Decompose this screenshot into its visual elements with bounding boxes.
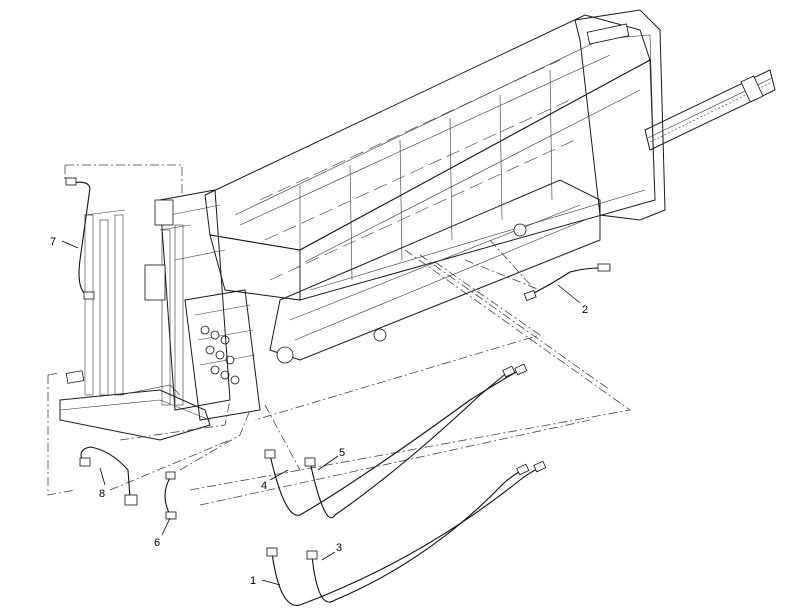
callout-4: 4 xyxy=(261,469,289,492)
callout-6: 6 xyxy=(154,517,171,549)
callout-8: 8 xyxy=(99,467,106,500)
callouts: 1 2 3 4 5 6 7 8 xyxy=(50,236,588,587)
svg-text:8: 8 xyxy=(99,488,105,500)
left-cylinder-tower xyxy=(59,199,211,441)
hose-4 xyxy=(264,363,528,516)
svg-text:3: 3 xyxy=(336,542,342,554)
callout-2: 2 xyxy=(557,284,588,316)
svg-text:6: 6 xyxy=(154,537,160,549)
callout-1: 1 xyxy=(250,575,281,587)
svg-text:1: 1 xyxy=(250,575,256,587)
svg-text:2: 2 xyxy=(582,304,588,316)
callout-3: 3 xyxy=(321,542,342,561)
machine-frame xyxy=(159,9,776,421)
hose-5 xyxy=(304,365,516,519)
svg-text:7: 7 xyxy=(50,236,56,248)
routing-dashed-lines xyxy=(47,164,632,506)
hose-8 xyxy=(79,446,138,506)
hose-1 xyxy=(266,460,547,606)
hose-2 xyxy=(523,263,611,301)
hose-6 xyxy=(164,471,177,520)
valve-bank xyxy=(200,325,240,385)
svg-text:4: 4 xyxy=(261,480,267,492)
svg-text:5: 5 xyxy=(339,447,345,459)
callout-5: 5 xyxy=(317,447,345,471)
callout-7: 7 xyxy=(50,236,79,249)
hose-7 xyxy=(65,177,95,300)
hose-3 xyxy=(306,463,530,603)
